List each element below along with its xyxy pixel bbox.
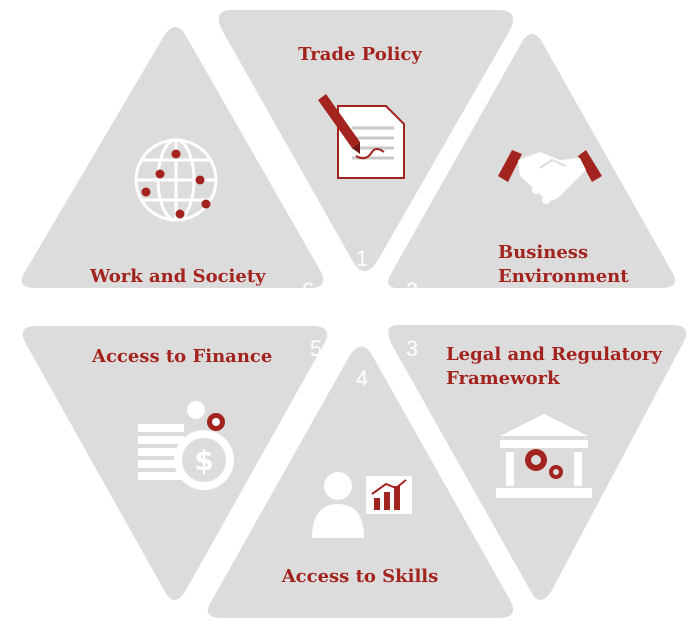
segment-3-label-line1: Legal and Regulatory xyxy=(446,344,662,365)
segment-access-skills: Access to Skills 4 xyxy=(207,346,514,618)
segment-3-label-line2: Framework xyxy=(446,368,560,389)
segment-access-finance: Access to Finance 5 $ xyxy=(22,326,328,600)
segment-6-shape xyxy=(21,27,324,288)
coins-dollar-icon: $ xyxy=(138,401,234,490)
segment-business-environment: Business Environment 2 xyxy=(388,34,676,303)
segment-5-number: 5 xyxy=(310,336,322,361)
svg-text:$: $ xyxy=(194,444,213,477)
segment-4-shape xyxy=(207,346,514,618)
segment-4-number: 4 xyxy=(356,366,368,391)
segment-5-label: Access to Finance xyxy=(91,346,272,367)
segment-1-number: 1 xyxy=(356,246,368,271)
document-pen-icon xyxy=(318,94,405,179)
segment-6-label: Work and Society xyxy=(89,266,266,287)
handshake-icon xyxy=(498,150,602,204)
segment-6-number: 6 xyxy=(302,278,314,303)
segment-work-society: Work and Society 6 xyxy=(21,27,324,303)
segment-trade-policy: Trade Policy 1 xyxy=(218,10,514,271)
segment-2-label-line1: Business xyxy=(498,242,588,263)
institution-gears-icon xyxy=(496,414,592,498)
segment-4-label: Access to Skills xyxy=(281,566,439,587)
segment-2-number: 2 xyxy=(406,278,418,303)
globe-network-icon xyxy=(134,138,218,222)
segment-legal-regulatory: Legal and Regulatory Framework 3 xyxy=(388,325,687,600)
segment-1-label: Trade Policy xyxy=(298,44,422,65)
segment-2-label-line2: Environment xyxy=(498,266,629,287)
segment-3-number: 3 xyxy=(406,336,418,361)
person-presentation-icon xyxy=(312,472,412,538)
